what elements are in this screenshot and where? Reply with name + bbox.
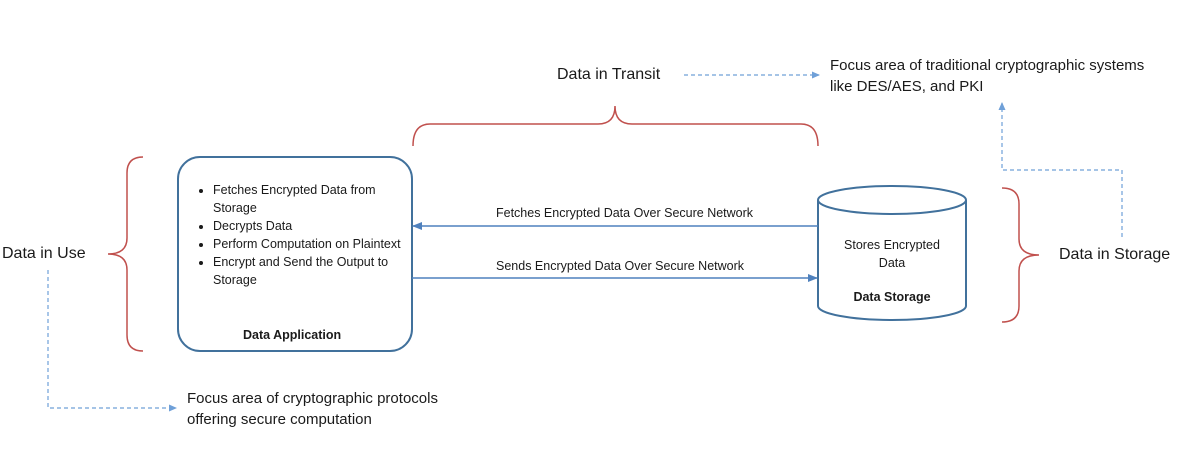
data-in-use-label: Data in Use [2,245,86,262]
use-focus-connector [47,270,177,412]
application-step: Encrypt and Send the Output to Storage [213,253,406,289]
transit-focus-line2: like DES/AES, and PKI [830,78,984,95]
storage-description-line1: Stores Encrypted [844,238,940,252]
data-in-storage-label: Data in Storage [1059,246,1171,263]
data-application-box [177,156,413,352]
use-focus-line2: offering secure computation [187,411,372,428]
use-focus-line1: Focus area of cryptographic protocols [187,390,438,407]
data-storage-title: Data Storage [853,290,931,304]
application-step: Decrypts Data [213,217,406,235]
storage-focus-connector [998,102,1123,237]
data-application-title: Data Application [243,328,342,342]
transit-focus-line1: Focus area of traditional cryptographic … [830,57,1145,74]
storage-description-line2: Data [878,256,906,270]
send-flow-label: Sends Encrypted Data Over Secure Network [496,259,745,273]
application-step: Perform Computation on Plaintext [213,235,406,253]
use-focus-text: Focus area of cryptographic protocols of… [187,388,438,430]
data-in-transit-label: Data in Transit [557,66,661,83]
application-step: Fetches Encrypted Data from Storage [213,181,406,217]
storage-brace [1001,187,1040,323]
use-brace [107,156,144,352]
application-step-list: Fetches Encrypted Data from Storage Decr… [196,181,406,289]
storage-description: Stores Encrypted Data [818,236,966,272]
transit-brace [412,105,819,147]
data-storage-cylinder [817,185,967,321]
fetch-flow-label: Fetches Encrypted Data Over Secure Netwo… [496,206,754,220]
transit-focus-text: Focus area of traditional cryptographic … [830,55,1144,97]
data-application-content: Fetches Encrypted Data from Storage Decr… [196,181,406,289]
